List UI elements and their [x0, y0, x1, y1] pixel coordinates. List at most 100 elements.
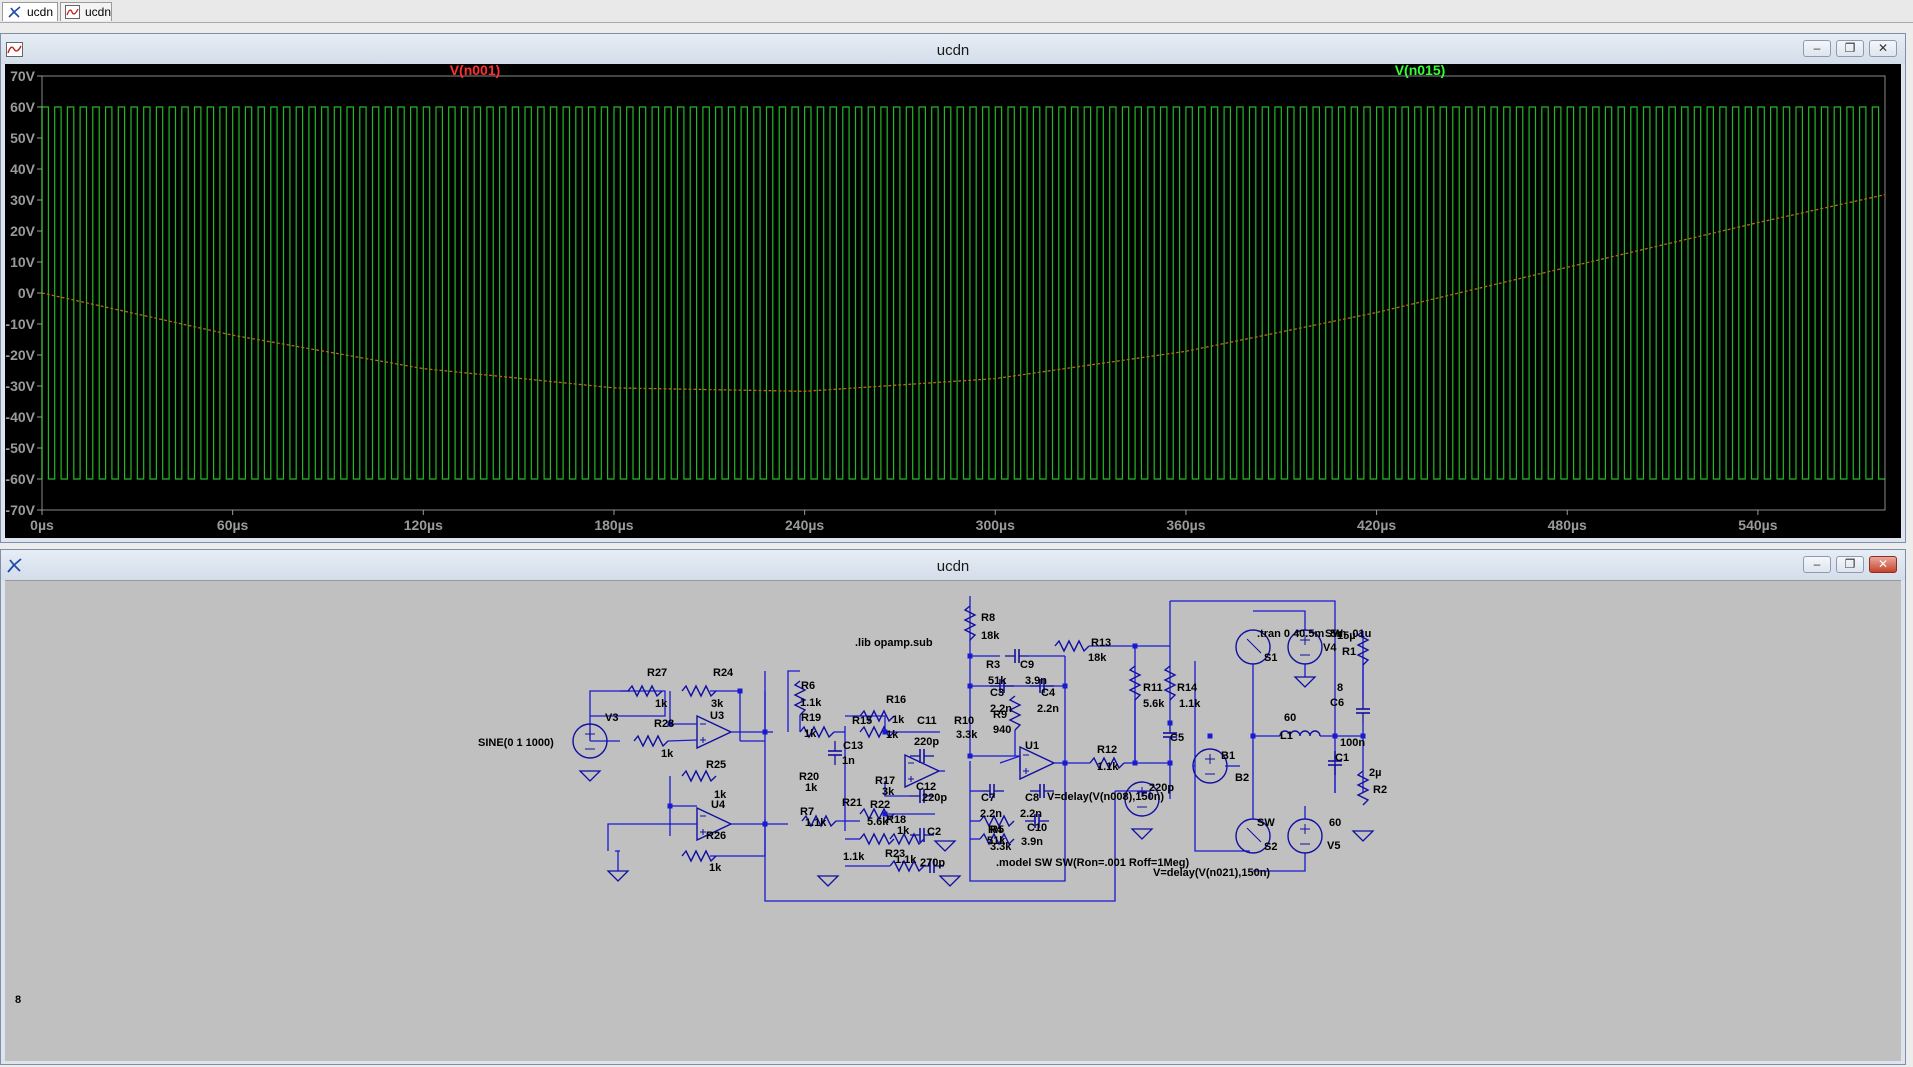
waveform-window-titlebar[interactable]: ucdn – ❐ ✕	[1, 34, 1905, 64]
component-label: 220p	[1149, 782, 1174, 794]
component-label: U4	[711, 799, 726, 811]
component-label: 18k	[981, 630, 1000, 642]
resistor	[681, 684, 717, 698]
component-label: R18	[886, 814, 906, 826]
component-label: 3.9n	[1025, 675, 1047, 687]
component-label: 15µ	[1337, 630, 1356, 642]
component-label: R12	[1097, 744, 1117, 756]
component-label: L1	[1280, 730, 1293, 742]
wire	[1135, 747, 1171, 764]
wire	[1115, 645, 1136, 763]
junction	[1332, 733, 1338, 739]
component-label: 1k	[886, 729, 899, 741]
series-line-v-n001	[41, 194, 1886, 392]
wire	[607, 823, 697, 851]
component-label: 51k	[987, 835, 1006, 847]
junction	[1360, 733, 1366, 739]
component-label: 60	[1284, 712, 1296, 724]
component-label: SINE(0 1 1000)	[478, 737, 554, 749]
y-tick-label: 70V	[10, 68, 36, 84]
component-label: V5	[1327, 840, 1340, 852]
wire	[764, 671, 1116, 902]
close-button[interactable]: ✕	[1869, 40, 1897, 57]
tab-label: ucdn	[85, 5, 112, 19]
close-button[interactable]: ✕	[1869, 556, 1897, 573]
component-label: V=delay(V(n021),150n)	[1153, 867, 1270, 879]
y-tick-label: 50V	[10, 130, 36, 146]
schematic-icon	[8, 6, 21, 18]
component-label: 1k	[661, 748, 674, 760]
component-label: R27	[647, 667, 667, 679]
schematic-window-titlebar[interactable]: ucdn – ❐ ✕	[1, 550, 1905, 580]
junction	[667, 803, 673, 809]
component-label: 1.1k	[895, 854, 917, 866]
y-tick-label: 10V	[10, 254, 36, 270]
component-label: R7	[800, 806, 814, 818]
resistor	[963, 605, 977, 641]
junction	[737, 688, 743, 694]
component-label: R3	[986, 659, 1000, 671]
wire	[845, 715, 886, 732]
component-label: 1k	[655, 698, 668, 710]
x-tick-label: 300µs	[976, 517, 1015, 533]
ground-symbol	[578, 770, 602, 782]
junction	[967, 753, 973, 759]
resistor	[859, 725, 895, 739]
component-label: C5	[1170, 732, 1184, 744]
x-tick-label: 0µs	[30, 517, 54, 533]
component-label: 1k	[709, 862, 722, 874]
restore-button[interactable]: ❐	[1836, 556, 1864, 573]
restore-button[interactable]: ❐	[1836, 40, 1864, 57]
junction	[967, 653, 973, 659]
resistor	[1356, 770, 1370, 806]
component-label: V3	[605, 712, 618, 724]
component-label: R21	[842, 797, 862, 809]
component-label: C1	[1335, 752, 1349, 764]
schematic-icon	[7, 558, 22, 573]
switch-blade	[1246, 827, 1262, 843]
component-label: 220p	[922, 792, 947, 804]
component-label: 18k	[1088, 652, 1107, 664]
wire	[1253, 853, 1306, 872]
x-tick-label: 60µs	[217, 517, 249, 533]
component-label: S2	[1264, 841, 1277, 853]
resistor	[801, 814, 837, 828]
component-label: S1	[1264, 652, 1277, 664]
component-label: 2.2n	[990, 703, 1012, 715]
resistor	[633, 734, 669, 748]
minimize-button[interactable]: –	[1803, 556, 1831, 573]
y-tick-label: 30V	[10, 192, 36, 208]
component-label: 5.6k	[867, 816, 889, 828]
resistor	[1128, 665, 1142, 701]
component-label: R24	[713, 667, 734, 679]
component-label: C12	[916, 781, 936, 793]
component-label: 1k	[714, 789, 727, 801]
y-tick-label: -70V	[5, 502, 35, 518]
resistor	[793, 680, 807, 716]
component-label: U1	[1025, 740, 1039, 752]
y-tick-label: 20V	[10, 223, 36, 239]
junction	[1167, 720, 1173, 726]
component-label: B1	[1221, 750, 1235, 762]
minimize-button[interactable]: –	[1803, 40, 1831, 57]
x-tick-label: 180µs	[594, 517, 633, 533]
component-label: 3k	[711, 698, 724, 710]
component-label: 2µ	[1369, 767, 1381, 779]
ground-symbol	[1351, 830, 1375, 842]
opamp	[1019, 745, 1056, 781]
waveform-icon	[6, 42, 23, 57]
resistor	[799, 725, 835, 739]
component-label: R8	[981, 612, 995, 624]
component-label: V4	[1323, 642, 1337, 654]
resistor	[1163, 665, 1177, 701]
tab-schematic[interactable]: ucdn	[2, 2, 58, 21]
component-label: C2	[927, 826, 941, 838]
wire	[731, 691, 766, 733]
tab-waveform[interactable]: ucdn	[60, 2, 112, 21]
component-label: R9	[993, 709, 1007, 721]
component-label: C13	[843, 740, 863, 752]
